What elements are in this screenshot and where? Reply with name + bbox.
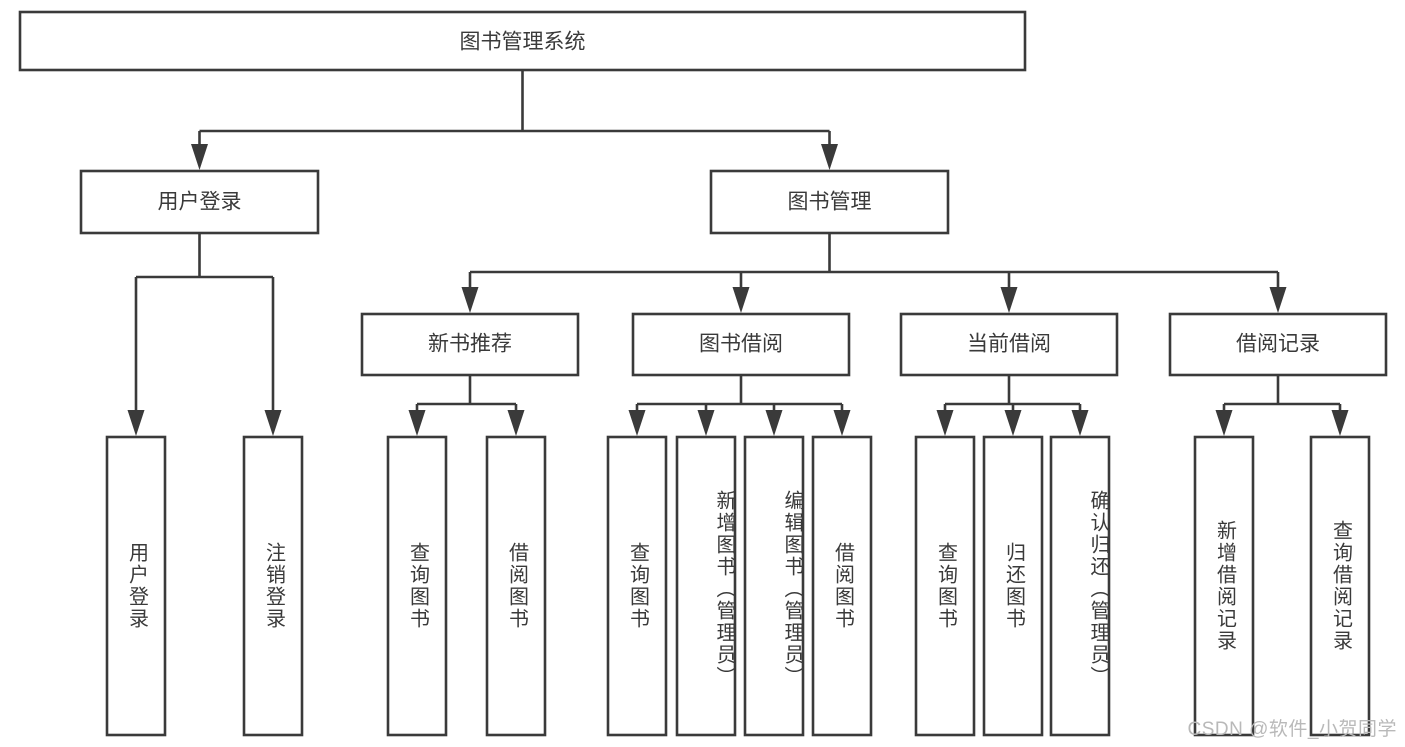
arrow-bookborrow-leaf2-icon xyxy=(697,410,715,436)
node-current-borrow-label: 当前借阅 xyxy=(967,333,1051,356)
leaf-box-confirm-return[interactable] xyxy=(1049,435,1111,737)
arrow-currentborrow-leaf1-icon xyxy=(936,410,954,436)
leaf-box-user-login[interactable] xyxy=(105,435,167,737)
arrow-root-to-bookmanage-icon xyxy=(821,144,838,170)
node-book-borrow[interactable]: 图书借阅 xyxy=(631,312,851,377)
node-book-borrow-box[interactable] xyxy=(631,312,851,377)
arrow-userlogin-leaf1-icon xyxy=(127,410,145,436)
arrow-currentborrow-leaf2-icon xyxy=(1004,410,1022,436)
leaf-box-layer xyxy=(105,435,1371,737)
node-user-login-label: 用户登录 xyxy=(158,191,242,214)
node-current-borrow-box[interactable] xyxy=(899,312,1119,377)
arrow-bookmanage-bookborrow-icon xyxy=(732,287,750,313)
leaf-box-logout[interactable] xyxy=(242,435,304,737)
csdn-watermark: CSDN @软件_小贺同学 xyxy=(1187,719,1397,740)
leaf-box-borrow-book-rec[interactable] xyxy=(485,435,547,737)
node-root[interactable]: 图书管理系统 xyxy=(18,10,1027,72)
node-root-box[interactable] xyxy=(18,10,1027,72)
leaf-box-query-book-rec[interactable] xyxy=(386,435,448,737)
leaf-box-borrow-book-bb[interactable] xyxy=(811,435,873,737)
node-new-book-rec-box[interactable] xyxy=(360,312,580,377)
leaf-box-query-record[interactable] xyxy=(1309,435,1371,737)
arrow-userlogin-leaf2-icon xyxy=(264,410,282,436)
arrow-borrowrecord-leaf2-icon xyxy=(1331,410,1349,436)
node-current-borrow[interactable]: 当前借阅 xyxy=(899,312,1119,377)
leaf-box-return-book[interactable] xyxy=(982,435,1044,737)
node-borrow-record-label: 借阅记录 xyxy=(1236,333,1320,356)
node-borrow-record[interactable]: 借阅记录 xyxy=(1168,312,1388,377)
arrow-bookborrow-leaf3-icon xyxy=(765,410,783,436)
arrow-currentborrow-leaf3-icon xyxy=(1071,410,1089,436)
arrow-root-to-userlogin-icon xyxy=(191,144,208,170)
node-new-book-rec-label: 新书推荐 xyxy=(428,333,512,356)
node-book-manage-box[interactable] xyxy=(709,169,950,235)
leaf-box-add-book[interactable] xyxy=(675,435,737,737)
arrow-bookborrow-leaf4-icon xyxy=(833,410,851,436)
node-new-book-rec[interactable]: 新书推荐 xyxy=(360,312,580,377)
node-book-borrow-label: 图书借阅 xyxy=(699,333,783,356)
arrow-newbook-leaf2-icon xyxy=(507,410,525,436)
node-root-label: 图书管理系统 xyxy=(460,31,586,54)
leaf-box-query-book-bb[interactable] xyxy=(606,435,668,737)
node-borrow-record-box[interactable] xyxy=(1168,312,1388,377)
arrow-bookborrow-leaf1-icon xyxy=(628,410,646,436)
arrow-borrowrecord-leaf1-icon xyxy=(1215,410,1233,436)
arrow-bookmanage-newbook-icon xyxy=(461,287,479,313)
node-book-manage-label: 图书管理 xyxy=(788,191,872,214)
leaf-box-query-book-cb[interactable] xyxy=(914,435,976,737)
node-user-login-box[interactable] xyxy=(79,169,320,235)
arrow-bookmanage-currentborrow-icon xyxy=(1000,287,1018,313)
node-user-login[interactable]: 用户登录 xyxy=(79,169,320,235)
arrow-newbook-leaf1-icon xyxy=(408,410,426,436)
leaf-box-add-record[interactable] xyxy=(1193,435,1255,737)
leaf-box-edit-book[interactable] xyxy=(743,435,805,737)
node-book-manage[interactable]: 图书管理 xyxy=(709,169,950,235)
arrow-bookmanage-borrowrecord-icon xyxy=(1269,287,1287,313)
connector-layer xyxy=(127,70,1349,436)
